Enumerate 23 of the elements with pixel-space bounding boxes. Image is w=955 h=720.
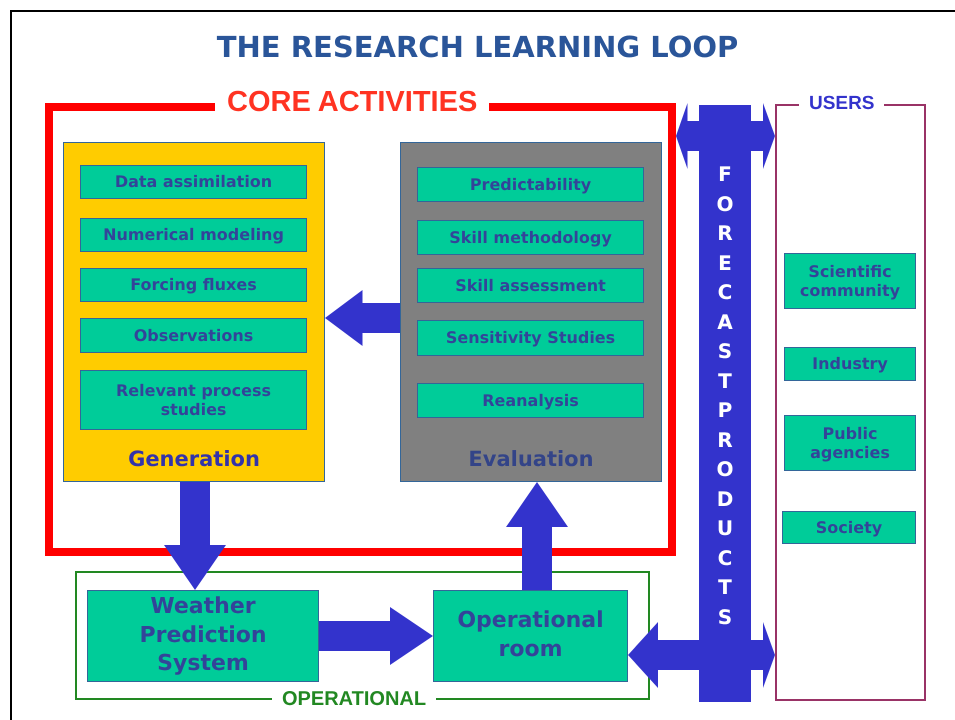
activity-label: Reanalysis [417,383,644,418]
activity-label: Observations [80,318,307,353]
system-box: Weather Prediction System [87,590,319,682]
activity-label: Numerical modeling [80,218,307,252]
diagram-title: THE RESEARCH LEARNING LOOP [216,30,740,64]
user-group-label: Society [782,511,916,544]
activity-label: Relevant process studies [80,370,307,430]
vertical-label: FORECAST PRODUCTS [715,161,734,630]
evaluation-panel [400,142,662,482]
activity-label: Sensitivity Studies [417,320,644,356]
user-group-label: Scientific community [784,253,916,309]
forecast-products-bar [699,105,751,702]
activity-label: Skill methodology [417,220,644,255]
user-group-label: Industry [784,347,916,381]
activity-label: Data assimilation [80,165,307,199]
activity-label: Predictability [417,167,644,202]
room-box: Operational room [433,590,628,682]
panel-title: Evaluation [467,447,595,471]
generation-panel [63,142,325,482]
activity-label: Forcing fluxes [80,268,307,302]
panel-title: Generation [127,447,261,471]
user-group-label: Public agencies [784,415,916,471]
activity-label: Skill assessment [417,268,644,303]
